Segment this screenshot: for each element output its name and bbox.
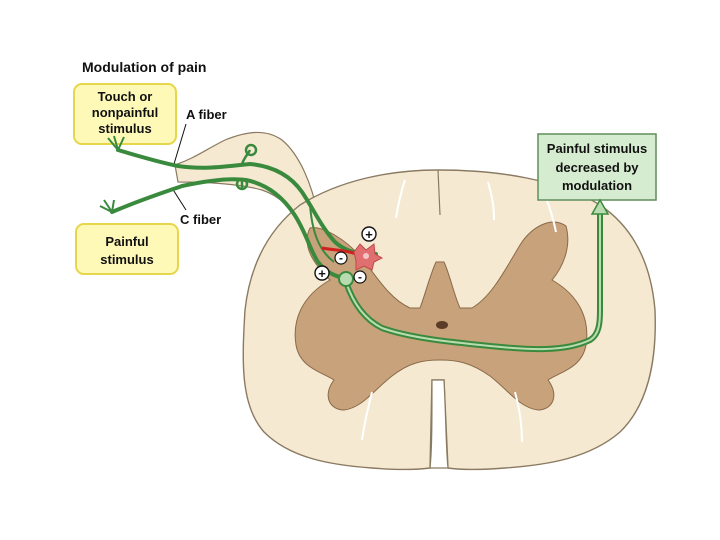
c-fiber-nerve: [110, 177, 346, 280]
diagram-title: Modulation of pain: [82, 59, 206, 75]
inhibitory-symbol-upper: -: [339, 251, 343, 265]
white-matter-streak: [395, 179, 406, 219]
result-box-line-3: modulation: [562, 178, 632, 193]
touch-stimulus-line-1: Touch or: [98, 89, 153, 104]
ventral-median-fissure: [429, 379, 449, 469]
excitatory-symbol-left-circle: [314, 265, 330, 281]
c-fiber-nerve-ending: [99, 199, 115, 213]
inhibitory-symbol-lower: -: [358, 270, 362, 284]
dorsal-median-sulcus: [437, 169, 441, 216]
a-fiber-ganglion-process: [240, 149, 252, 165]
white-matter-streak: [514, 391, 523, 443]
painful-stimulus-box: [75, 223, 179, 275]
central-canal: [436, 321, 448, 329]
painful-stimulus-line-1: Painful: [105, 234, 148, 249]
ascending-projection-tract-core: [345, 212, 601, 351]
interneuron-nucleus: [363, 253, 369, 259]
a-fiber-nerve: [116, 148, 378, 256]
inhibitory-connection: [321, 246, 357, 256]
touch-stimulus-line-2: nonpainful: [92, 105, 158, 120]
a-fiber-ganglion-cell: [244, 143, 258, 157]
touch-stimulus-box: [73, 83, 177, 145]
c-fiber-pointer: [171, 187, 187, 211]
a-fiber-pointer: [173, 123, 187, 165]
inhibitory-symbol-upper-circle: [334, 251, 348, 265]
a-fiber-nerve-ending: [107, 135, 125, 151]
excitatory-symbol-top: +: [365, 227, 373, 242]
excitatory-symbol-left: +: [318, 266, 326, 281]
result-box: [537, 133, 657, 201]
c-fiber-label: C fiber: [180, 212, 221, 227]
white-matter-streak: [361, 391, 373, 441]
a-fiber-label: A fiber: [186, 107, 227, 122]
excitatory-symbol-top-circle: [361, 226, 377, 242]
projection-neuron: [338, 271, 354, 287]
inhibitory-symbol-lower-circle: [353, 270, 367, 284]
painful-stimulus-line-2: stimulus: [100, 252, 153, 267]
spinal-cord-gray-matter: [294, 221, 588, 411]
touch-stimulus-line-3: stimulus: [98, 121, 151, 136]
c-fiber-ganglion-cell: [235, 177, 249, 191]
a-fiber-collateral: [309, 204, 335, 263]
white-matter-streak: [487, 181, 495, 221]
result-box-line-2: decreased by: [555, 160, 639, 175]
ascending-arrow-head: [590, 198, 610, 215]
result-box-line-1: Painful stimulus: [547, 141, 647, 156]
